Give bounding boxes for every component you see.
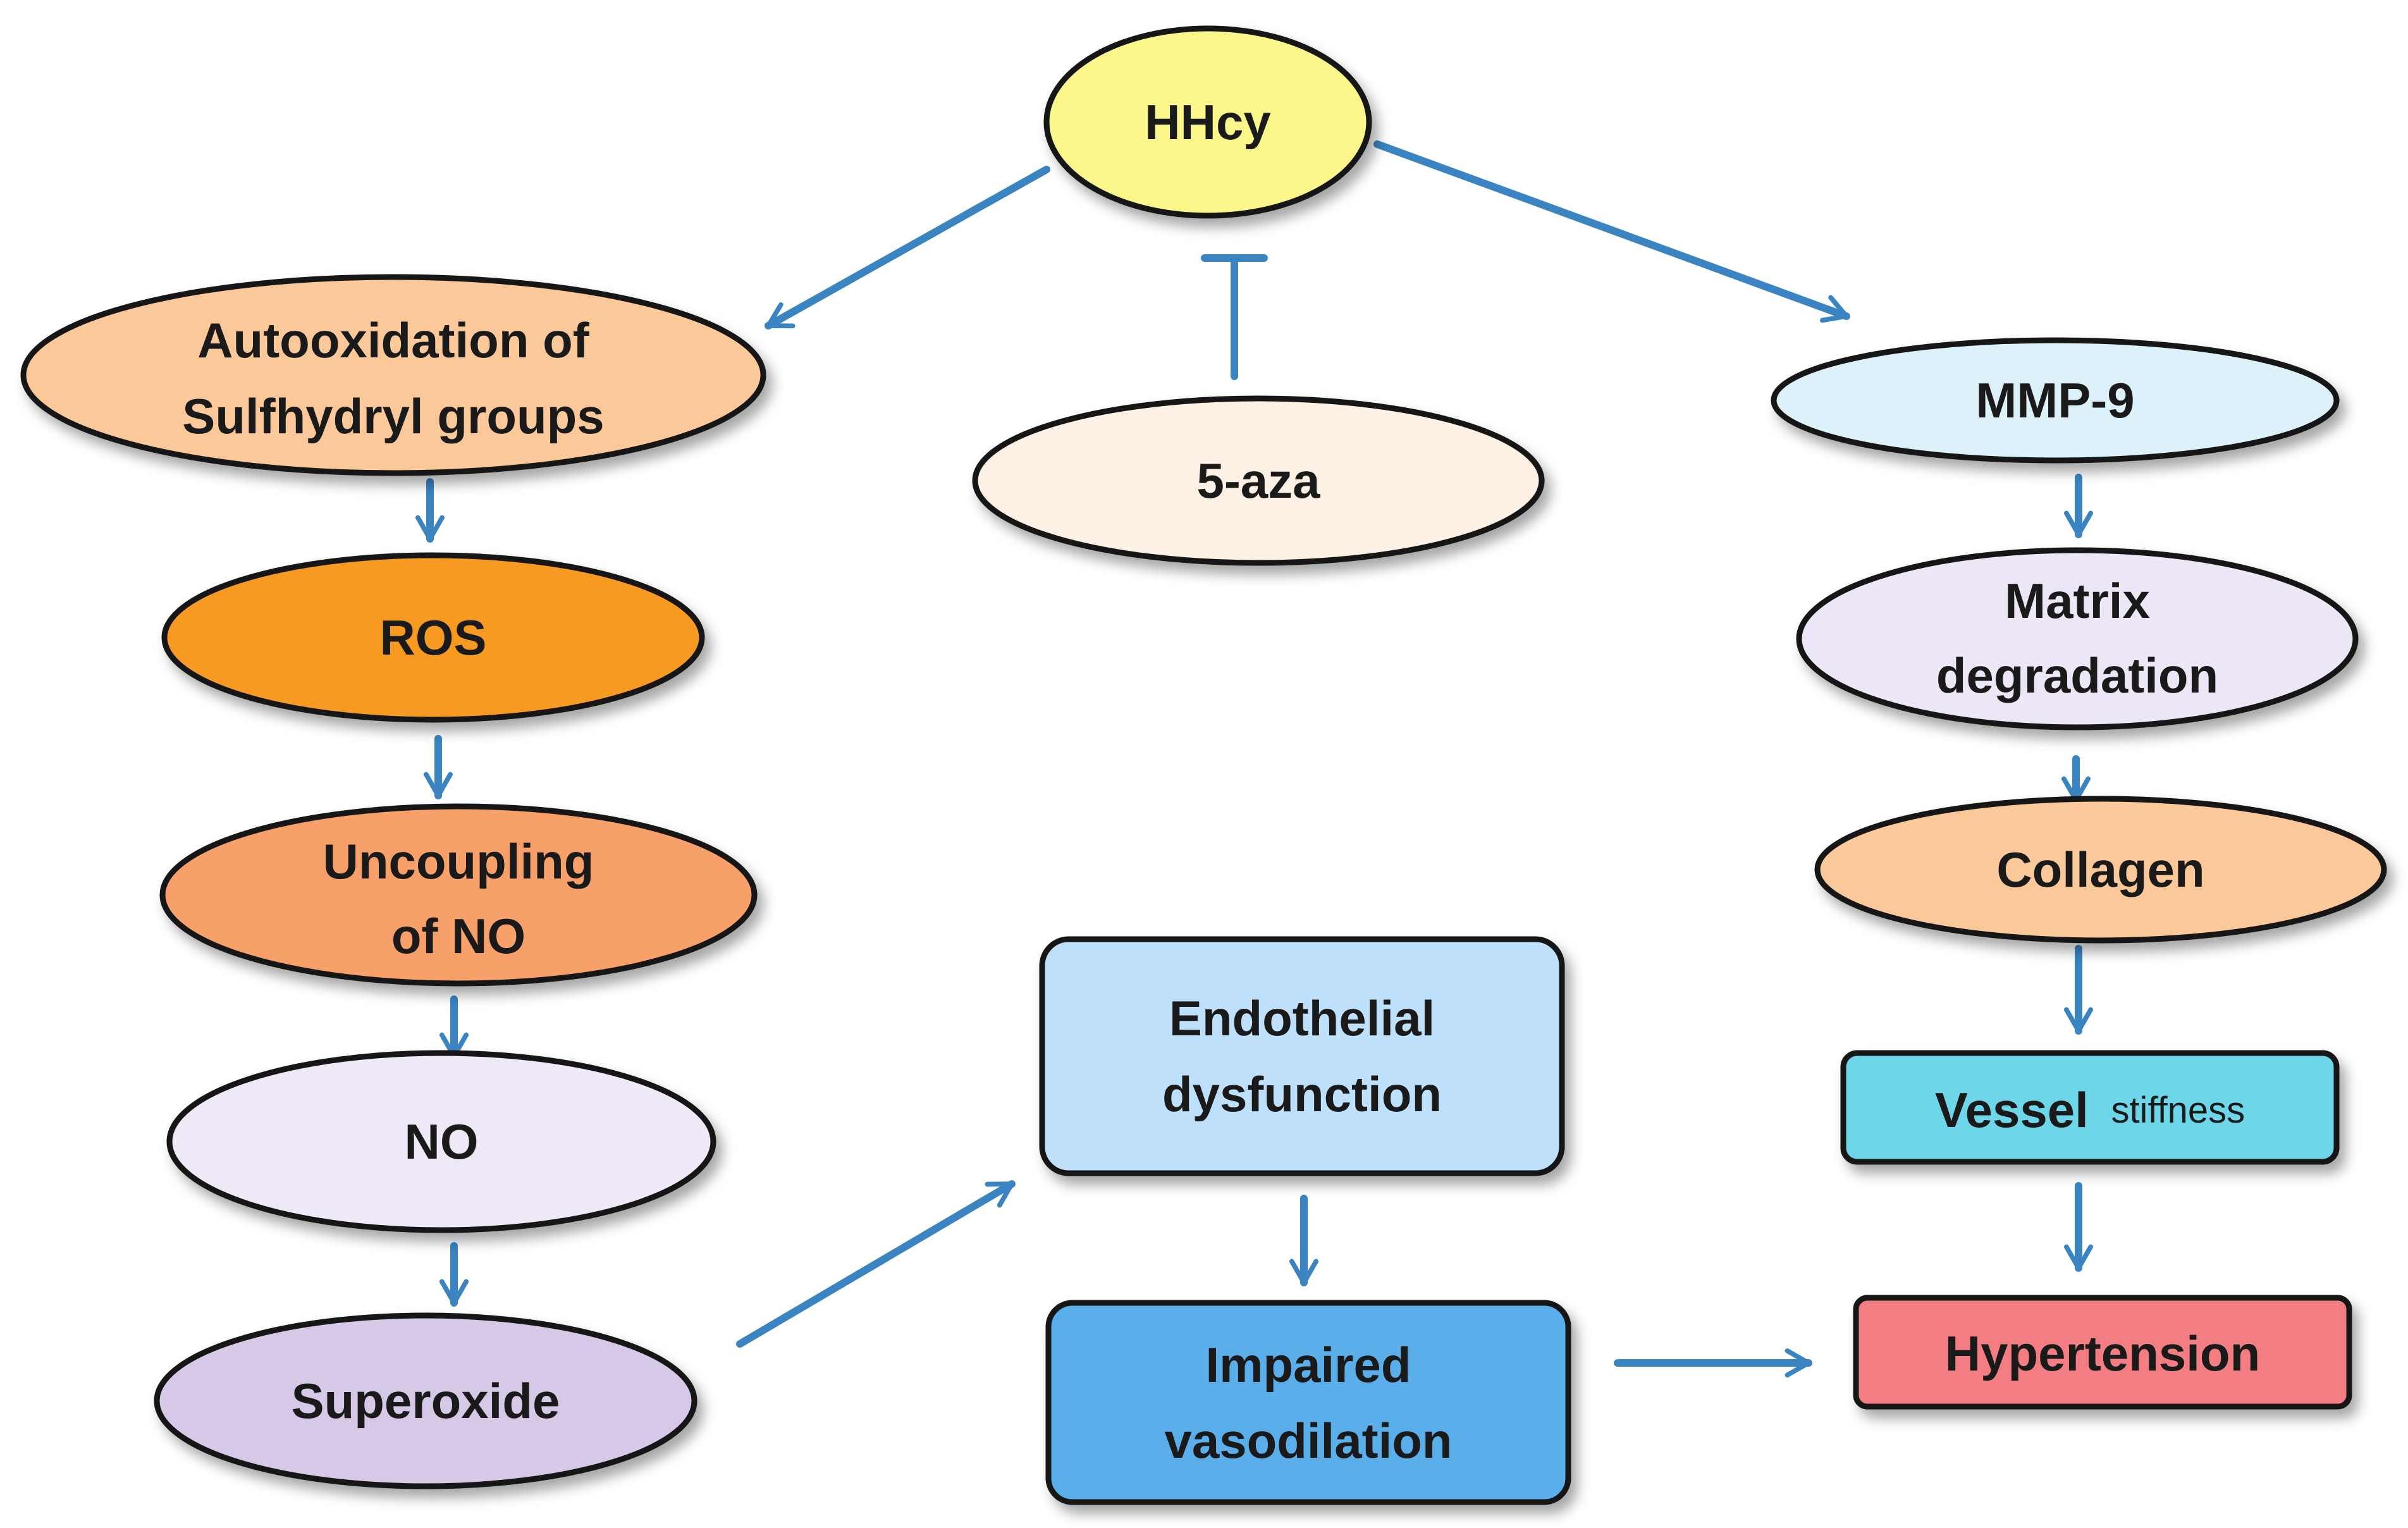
node-5aza: 5-aza <box>972 395 1545 566</box>
node-ros: ROS <box>161 552 705 723</box>
node-impaired-line2: vasodilation <box>1164 1413 1452 1469</box>
node-impaired-vasodilation: Impaired vasodilation <box>1045 1300 1571 1505</box>
node-hhcy-label: HHcy <box>1145 94 1270 150</box>
node-autooxidation: Autooxidation of Sulfhydryl groups <box>20 274 766 476</box>
arrow-hhcy-to-autooxidation <box>765 166 1050 330</box>
node-impaired-line1: Impaired <box>1205 1337 1411 1393</box>
node-endothelial-line1: Endothelial <box>1169 990 1435 1046</box>
node-no-label: NO <box>405 1114 479 1169</box>
node-uncoupling: Uncoupling of NO <box>159 803 758 987</box>
node-hypertension-label: Hypertension <box>1945 1326 2260 1381</box>
node-collagen: Collagen <box>1814 796 2387 944</box>
node-uncoupling-line1: Uncoupling <box>323 834 594 889</box>
node-vessel-main: Vessel <box>1935 1082 2089 1138</box>
connectors <box>415 140 2094 1378</box>
node-no: NO <box>166 1050 716 1233</box>
node-autooxidation-line2: Sulfhydryl groups <box>182 388 604 444</box>
arrow-superoxide-to-endothelial <box>736 1180 1016 1348</box>
node-ros-label: ROS <box>379 610 486 665</box>
node-matrix-line2: degradation <box>1936 648 2218 703</box>
node-mmp9-label: MMP-9 <box>1975 373 2134 428</box>
node-autooxidation-line1: Autooxidation of <box>197 312 590 368</box>
node-endothelial-dysfunction: Endothelial dysfunction <box>1039 936 1565 1176</box>
node-hhcy: HHcy <box>1043 25 1372 219</box>
svg-text:Vessel stiffness: Vessel stiffness <box>1935 1082 2245 1138</box>
node-mmp9: MMP-9 <box>1771 337 2340 464</box>
node-endothelial-line2: dysfunction <box>1162 1066 1442 1122</box>
node-5aza-label: 5-aza <box>1196 453 1320 508</box>
node-hypertension: Hypertension <box>1853 1295 2352 1410</box>
arrow-hhcy-to-mmp9 <box>1373 140 1850 323</box>
node-matrix-degradation: Matrix degradation <box>1796 547 2359 730</box>
node-uncoupling-line2: of NO <box>391 908 525 964</box>
node-superoxide: Superoxide <box>154 1312 697 1489</box>
node-superoxide-label: Superoxide <box>292 1373 560 1429</box>
node-vessel-stiffness: Vessel stiffness <box>1840 1050 2340 1165</box>
node-vessel-sub: stiffness <box>2111 1090 2245 1131</box>
node-collagen-label: Collagen <box>1996 842 2204 897</box>
node-matrix-line1: Matrix <box>2005 573 2150 629</box>
